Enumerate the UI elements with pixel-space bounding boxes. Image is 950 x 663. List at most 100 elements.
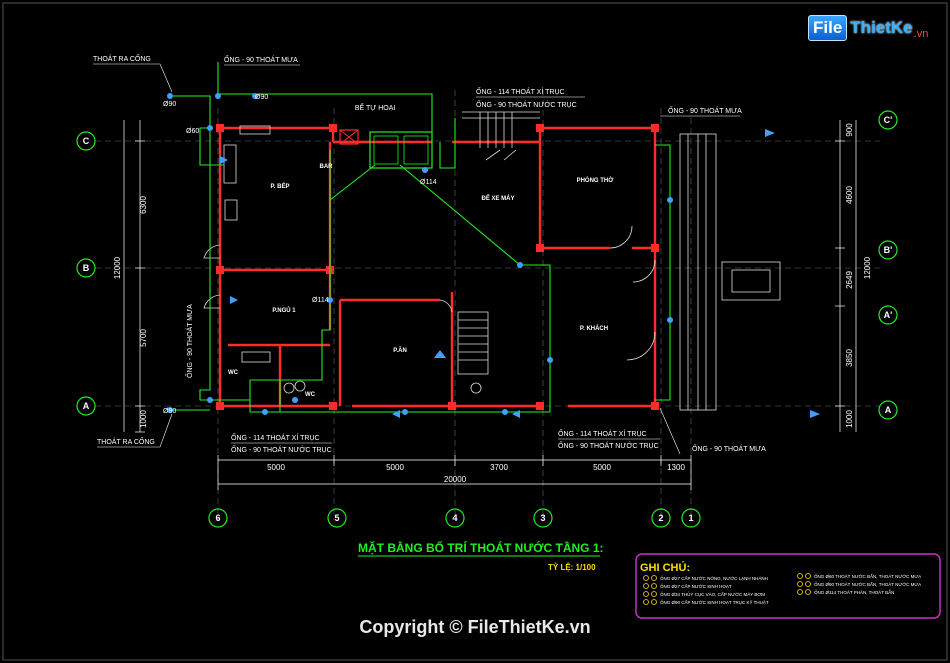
drain-pipes: [170, 62, 671, 413]
room-wc1: WC: [228, 370, 239, 376]
label-rain-right-bottom: ỐNG - 90 THOÁT MƯA: [692, 443, 766, 453]
entry-stair-top: [462, 111, 540, 148]
annotation-leaders: [93, 63, 740, 455]
dim-bottom-2: 5000: [386, 463, 404, 472]
label-stack-top-1: ỐNG - 114 THOÁT XÍ TRỤC: [476, 86, 565, 96]
dim-right-4: 3850: [845, 349, 854, 367]
top-counter: [239, 125, 271, 135]
dim-right-2: 4600: [845, 186, 854, 204]
dim-total: 20000: [444, 475, 467, 484]
stair-steps: [458, 319, 488, 361]
kitchen-counter: [223, 144, 237, 184]
dim-bottom-3: 3700: [490, 463, 508, 472]
label-d60: Ø60: [186, 128, 199, 135]
outer-wall: [218, 126, 657, 408]
pipe-diagonal-2: [399, 164, 551, 398]
label-d90-b: Ø90: [255, 94, 268, 101]
grid-lines: [95, 90, 880, 520]
label-top-rain: ỐNG - 90 THOÁT MƯA: [224, 54, 298, 64]
dim-right-1: 900: [845, 123, 854, 137]
label-d114-a: Ø114: [420, 179, 437, 186]
legend-item-4: ỐNG Ø90 CẤP NƯỚC SINH HOẠT TRỤC KỸ THUẬT: [660, 599, 769, 605]
pipe-nodes: [167, 93, 673, 415]
legend-title: GHI CHÚ:: [640, 561, 690, 574]
label-rain-right-top: ỐNG - 90 THOÁT MƯA: [668, 105, 742, 115]
basin: [241, 351, 271, 363]
fixtures: [203, 111, 781, 411]
filethietke-logo: File ThietKe .vn: [808, 12, 936, 44]
label-bottom-mid-1: ỐNG - 114 THOÁT XÍ TRỤC: [558, 428, 647, 438]
room-dining: P.ĂN: [393, 347, 407, 354]
legend-item-7: ỐNG Ø114 THOÁT PHÂN, THOÁT BẨN: [814, 589, 894, 595]
plan-title: MẶT BẰNG BỐ TRÍ THOÁT NƯỚC TẦNG 1:: [358, 540, 604, 555]
axis-label-6: 6: [215, 513, 220, 523]
axis-label-4: 4: [452, 513, 457, 523]
door-swing-dining: [439, 299, 453, 313]
walls: [218, 126, 657, 408]
axis-label-2: 2: [658, 513, 663, 523]
room-labels: P. BẾP BAR P.NGỦ 1 P.ĂN ĐỂ XE MÁY PHÒNG …: [228, 164, 614, 398]
axis-label-5: 5: [334, 513, 339, 523]
label-drain-out-bottom: THOÁT RA CỐNG: [97, 436, 155, 446]
axis-label-a-right: A: [885, 405, 892, 415]
label-bottom-left-1: ỐNG - 114 THOÁT XÍ TRỤC: [231, 432, 320, 442]
dim-left-3: 1000: [139, 410, 148, 428]
room-washer: ĐỂ XE MÁY: [481, 195, 514, 202]
dim-right-total: 12000: [863, 256, 872, 279]
pipe-right-rain: [655, 144, 671, 401]
pipe-stack-top: [439, 118, 456, 169]
room-bar: BAR: [320, 164, 334, 170]
dim-left-2: 5700: [139, 329, 148, 347]
pipe-wc-drain: [249, 379, 300, 412]
legend-items-left: ỐNG Ø27 CẤP NƯỚC NÓNG, NƯỚC LẠNH NHÁNH Ố…: [660, 575, 769, 605]
dim-left-total: 12000: [113, 256, 122, 279]
toilet-2: [294, 380, 306, 392]
dim-bottom-4: 5000: [593, 463, 611, 472]
label-d90-a: Ø90: [163, 101, 176, 108]
door-swing-worship: [609, 225, 633, 249]
axis-label-3: 3: [540, 513, 545, 523]
axis-label-1: 1: [688, 513, 693, 523]
legend-item-3: ỐNG Ø34 THỦY CỤC VÀO, CẤP NƯỚC MÁY BƠM: [660, 591, 765, 597]
axis-label-b: B: [83, 263, 90, 273]
septic-label: BỂ TỰ HOẠI: [355, 103, 401, 112]
label-d114-b: Ø114: [312, 297, 329, 304]
stair-marker: [470, 382, 482, 394]
dim-right-3: 2649: [845, 271, 854, 289]
pipe-diagonal-1: [329, 164, 376, 201]
logo-file-box: File: [808, 15, 848, 41]
legend-item-1: ỐNG Ø27 CẤP NƯỚC NÓNG, NƯỚC LẠNH NHÁNH: [660, 575, 768, 581]
legend-item-6: ỐNG Ø90 THOÁT NƯỚC BẨN, THOÁT NƯỚC MƯA: [814, 581, 921, 587]
pipe-kitchen: [300, 150, 331, 381]
room-kitchen: P. BẾP: [271, 183, 290, 190]
legend-item-5: ỐNG Ø60 THOÁT NƯỚC BẨN, THOÁT NƯỚC MƯA: [814, 573, 921, 579]
logo-domain: .vn: [913, 28, 929, 40]
axis-label-c-prime: C': [884, 115, 893, 125]
axis-label-c: C: [83, 136, 90, 146]
axis-bubbles: [76, 110, 898, 528]
kitchen-sink: [224, 199, 238, 221]
axis-label-a: A: [83, 401, 90, 411]
dim-right-5: 1000: [845, 410, 854, 428]
pipe-arrows: [220, 129, 820, 418]
copyright-footer: Copyright © FileThietKe.vn: [359, 617, 591, 637]
dim-left-1: 6300: [139, 196, 148, 214]
room-bed1: P.NGỦ 1: [272, 307, 296, 314]
stair: [457, 311, 489, 375]
toilet-1: [283, 382, 295, 394]
pipe-top-left: [170, 95, 224, 166]
axis-label-b-prime: B': [884, 245, 893, 255]
legend-symbols: [643, 573, 811, 605]
plan-scale: TỶ LỆ: 1/100: [548, 563, 596, 572]
door-swing-kitchen: [203, 244, 221, 259]
room-wc2: WC: [305, 392, 316, 398]
pipe-left-main: [199, 128, 211, 400]
axis-label-a-prime: A': [884, 310, 893, 320]
label-drain-out-top: THOÁT RA CỐNG: [93, 53, 151, 63]
legend-item-2: ỐNG Ø27 CẤP NƯỚC SINH HOẠT: [660, 583, 732, 589]
door-swing-bed: [203, 294, 221, 309]
door-swing-washer: [485, 149, 517, 161]
planter-box: [721, 261, 781, 301]
